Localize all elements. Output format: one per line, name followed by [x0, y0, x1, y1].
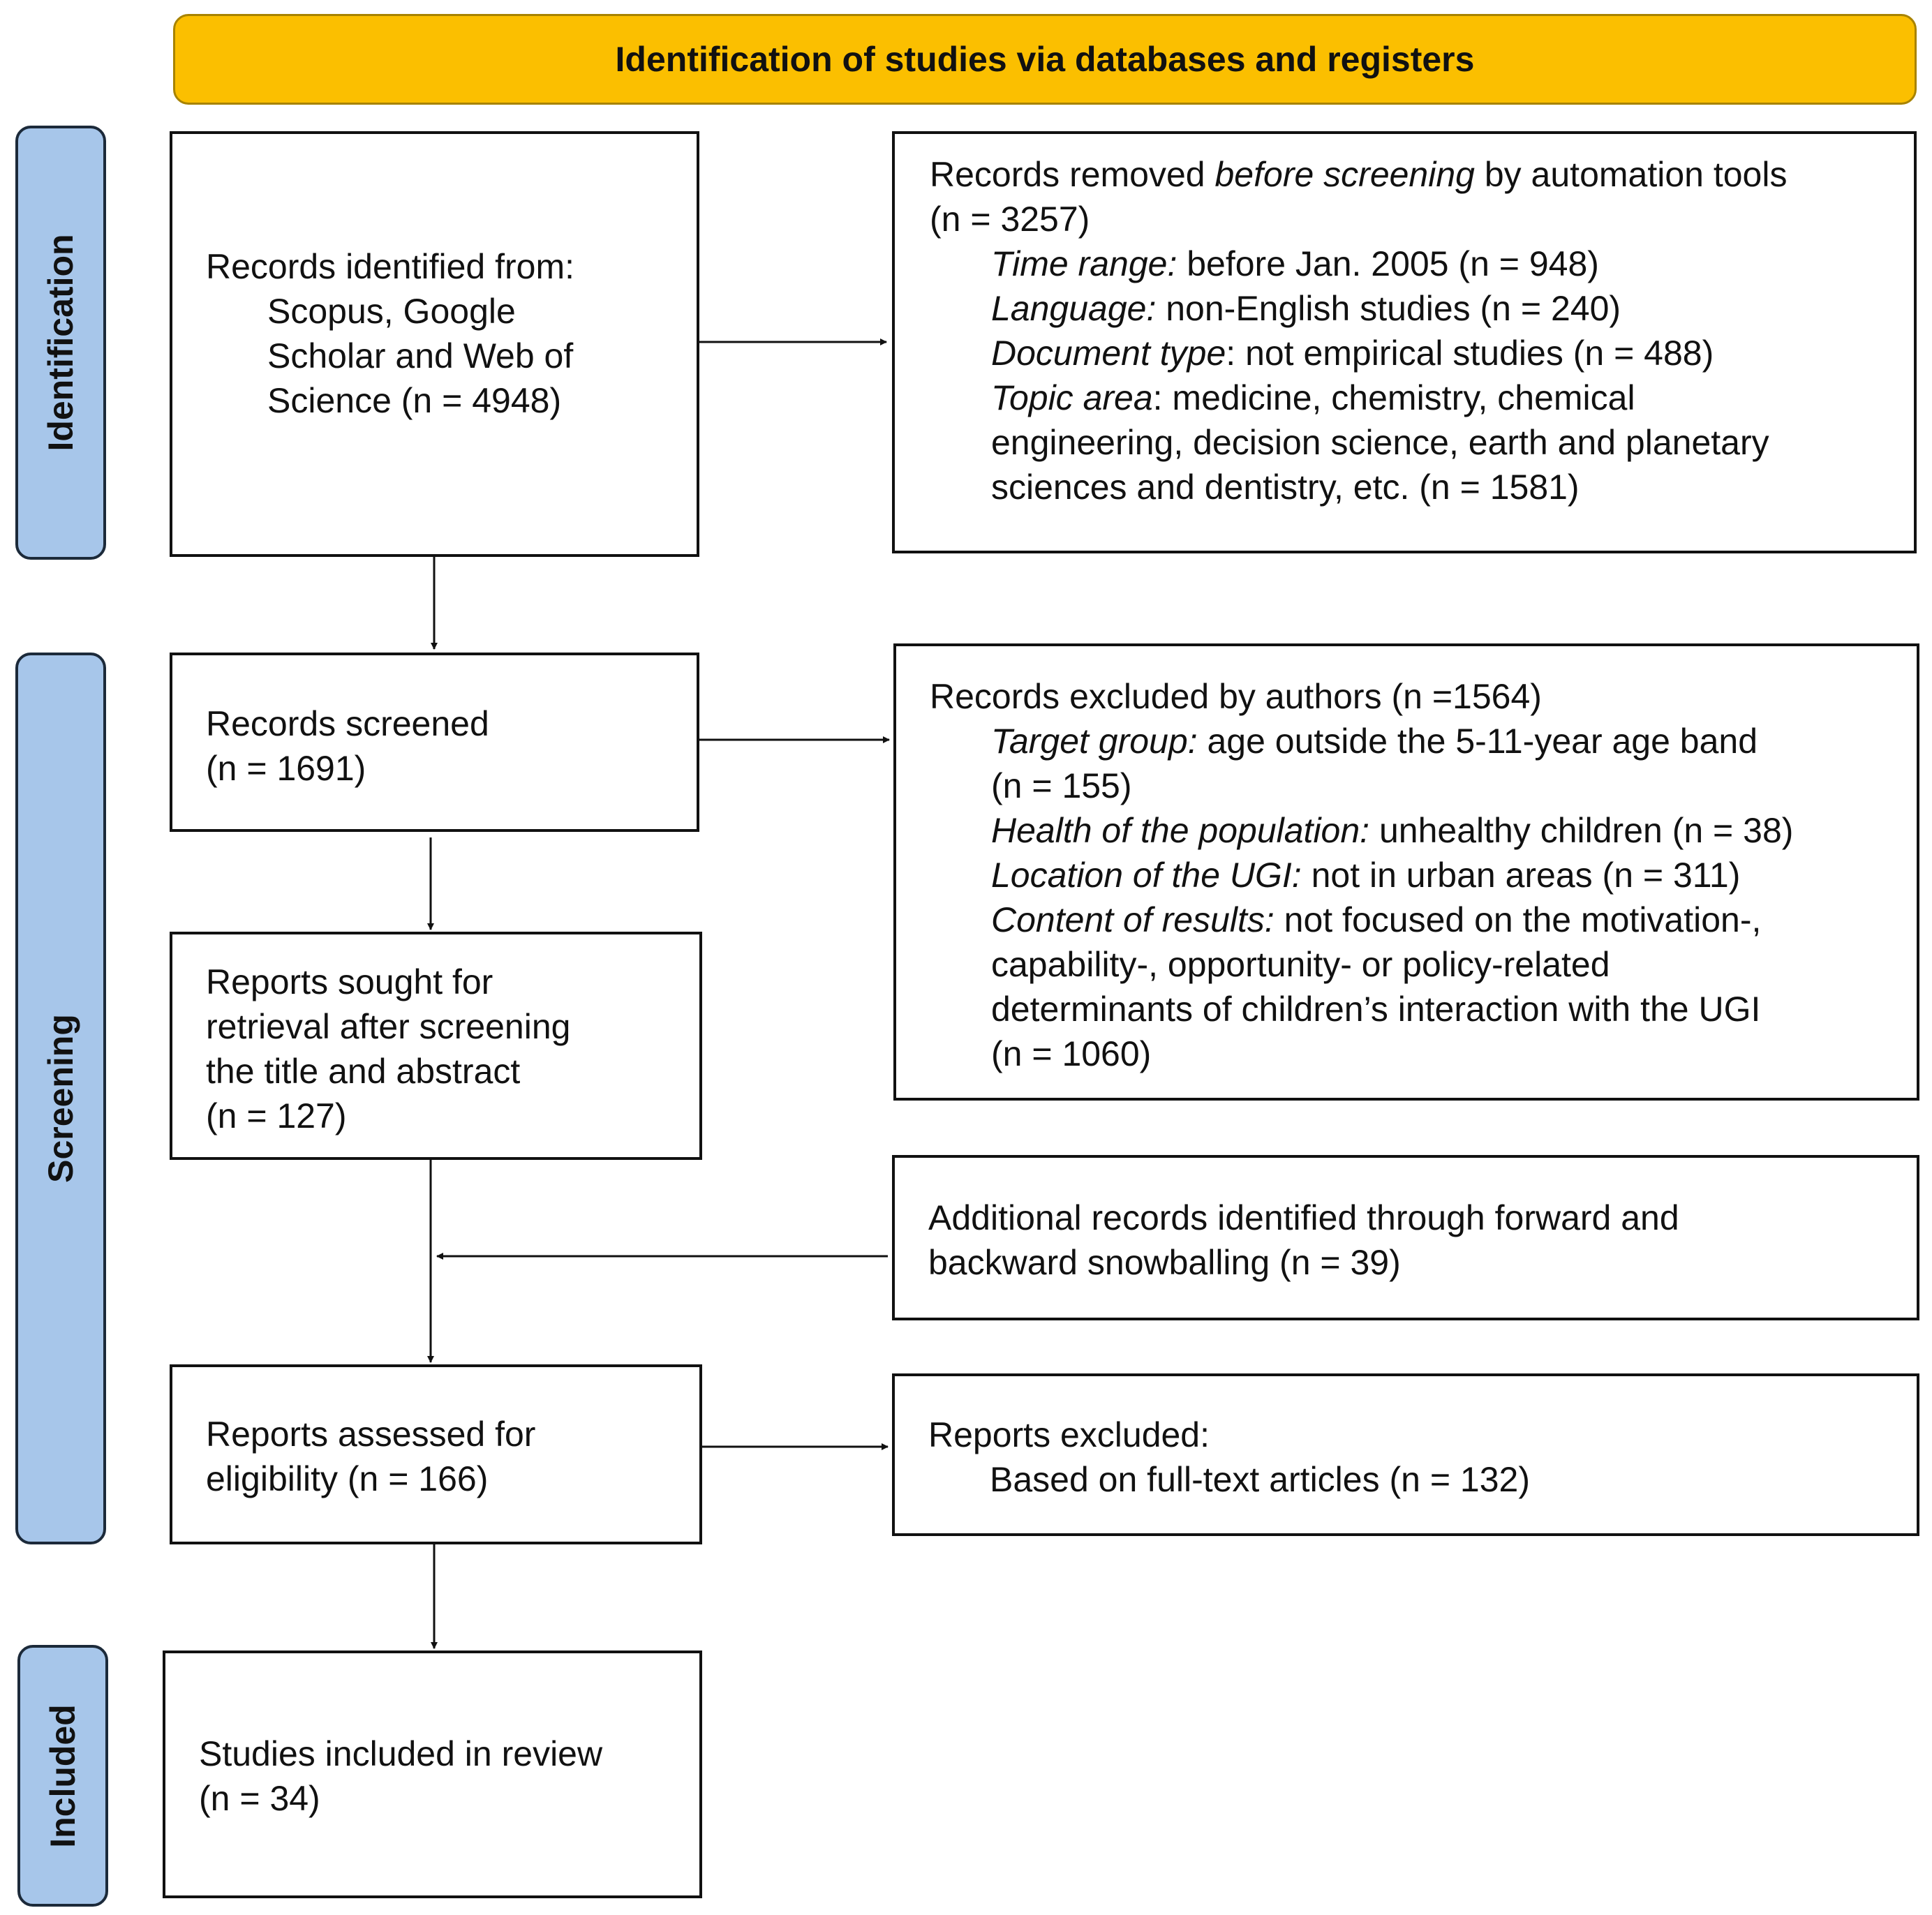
- target-group-text: age outside the 5-11-year age band: [1197, 722, 1758, 761]
- time-range-text: before Jan. 2005 (n = 948): [1177, 244, 1599, 283]
- reports-assessed-line1: Reports assessed for: [206, 1415, 536, 1454]
- reports-assessed-line2: eligibility (n = 166): [206, 1459, 489, 1498]
- location-label: Location of the UGI:: [991, 856, 1302, 895]
- reports-sought-box: Reports sought for retrieval after scree…: [170, 932, 702, 1160]
- records-identified-line4: Science (n = 4948): [267, 381, 562, 420]
- removed-time-range: Time range: before Jan. 2005 (n = 948): [930, 241, 1914, 286]
- excluded-authors-line1: Records excluded by authors (n =1564): [930, 677, 1542, 716]
- records-removed-line1: Records removed before screening by auto…: [930, 152, 1914, 197]
- health-text: unhealthy children (n = 38): [1369, 811, 1794, 850]
- studies-included-line2: (n = 34): [199, 1779, 320, 1818]
- excluded-content-line3: determinants of children’s interaction w…: [991, 990, 1761, 1029]
- language-label: Language:: [991, 289, 1157, 328]
- excluded-target-group: Target group: age outside the 5-11-year …: [930, 719, 1917, 763]
- removed-line1-pre: Records removed: [930, 155, 1215, 194]
- document-type-text: : not empirical studies (n = 488): [1226, 334, 1714, 373]
- content-label: Content of results:: [991, 900, 1275, 939]
- records-screened-line1: Records screened: [206, 704, 489, 743]
- excluded-content-line2: capability-, opportunity- or policy-rela…: [991, 945, 1610, 984]
- additional-records-line2: backward snowballing (n = 39): [928, 1243, 1401, 1282]
- topic-area-text1: : medicine, chemistry, chemical: [1152, 378, 1635, 417]
- records-identified-line2: Scopus, Google: [267, 292, 516, 331]
- document-type-label: Document type: [991, 334, 1226, 373]
- reports-sought-line2: retrieval after screening: [206, 1007, 571, 1046]
- time-range-label: Time range:: [991, 244, 1177, 283]
- removed-document-type: Document type: not empirical studies (n …: [930, 331, 1914, 375]
- records-identified-box: Records identified from: Scopus, Google …: [170, 131, 699, 557]
- phase-included: Included: [17, 1645, 108, 1907]
- reports-sought-line3: the title and abstract: [206, 1052, 521, 1091]
- excluded-health: Health of the population: unhealthy chil…: [930, 808, 1917, 853]
- removed-topic-area: Topic area: medicine, chemistry, chemica…: [930, 375, 1914, 420]
- phase-identification: Identification: [15, 126, 106, 560]
- target-group-label: Target group:: [991, 722, 1198, 761]
- excluded-content-n: (n = 1060): [991, 1034, 1152, 1073]
- excluded-location: Location of the UGI: not in urban areas …: [930, 853, 1917, 897]
- removed-line1-post: by automation tools: [1474, 155, 1788, 194]
- header-title: Identification of studies via databases …: [615, 40, 1475, 79]
- additional-records-box: Additional records identified through fo…: [892, 1155, 1919, 1320]
- content-text1: not focused on the motivation-,: [1274, 900, 1762, 939]
- records-removed-box: Records removed before screening by auto…: [892, 131, 1917, 553]
- excluded-target-n: (n = 155): [991, 766, 1132, 805]
- reports-sought-line4: (n = 127): [206, 1096, 347, 1135]
- reports-excluded-box: Reports excluded: Based on full-text art…: [892, 1373, 1919, 1536]
- health-label: Health of the population:: [991, 811, 1370, 850]
- location-text: not in urban areas (n = 311): [1301, 856, 1741, 895]
- removed-line1-em: before screening: [1214, 155, 1475, 194]
- records-screened-box: Records screened (n = 1691): [170, 653, 699, 832]
- records-excluded-authors-box: Records excluded by authors (n =1564) Ta…: [893, 643, 1919, 1101]
- header-banner: Identification of studies via databases …: [173, 14, 1917, 105]
- reports-excluded-line1: Reports excluded:: [928, 1415, 1210, 1454]
- records-identified-line1: Records identified from:: [206, 247, 575, 286]
- reports-sought-line1: Reports sought for: [206, 962, 493, 1001]
- records-removed-line2: (n = 3257): [930, 200, 1090, 239]
- language-text: non-English studies (n = 240): [1156, 289, 1621, 328]
- removed-topic-area-line3: sciences and dentistry, etc. (n = 1581): [991, 468, 1580, 507]
- studies-included-line1: Studies included in review: [199, 1734, 603, 1773]
- topic-area-label: Topic area: [991, 378, 1153, 417]
- reports-excluded-line2: Based on full-text articles (n = 132): [990, 1460, 1530, 1499]
- studies-included-box: Studies included in review (n = 34): [163, 1651, 702, 1898]
- removed-topic-area-line2: engineering, decision science, earth and…: [991, 423, 1769, 462]
- excluded-content: Content of results: not focused on the m…: [930, 897, 1917, 942]
- records-screened-line2: (n = 1691): [206, 749, 366, 788]
- phase-screening: Screening: [15, 653, 106, 1544]
- additional-records-line1: Additional records identified through fo…: [928, 1198, 1679, 1237]
- reports-assessed-box: Reports assessed for eligibility (n = 16…: [170, 1364, 702, 1544]
- removed-language: Language: non-English studies (n = 240): [930, 286, 1914, 331]
- records-identified-line3: Scholar and Web of: [267, 336, 574, 375]
